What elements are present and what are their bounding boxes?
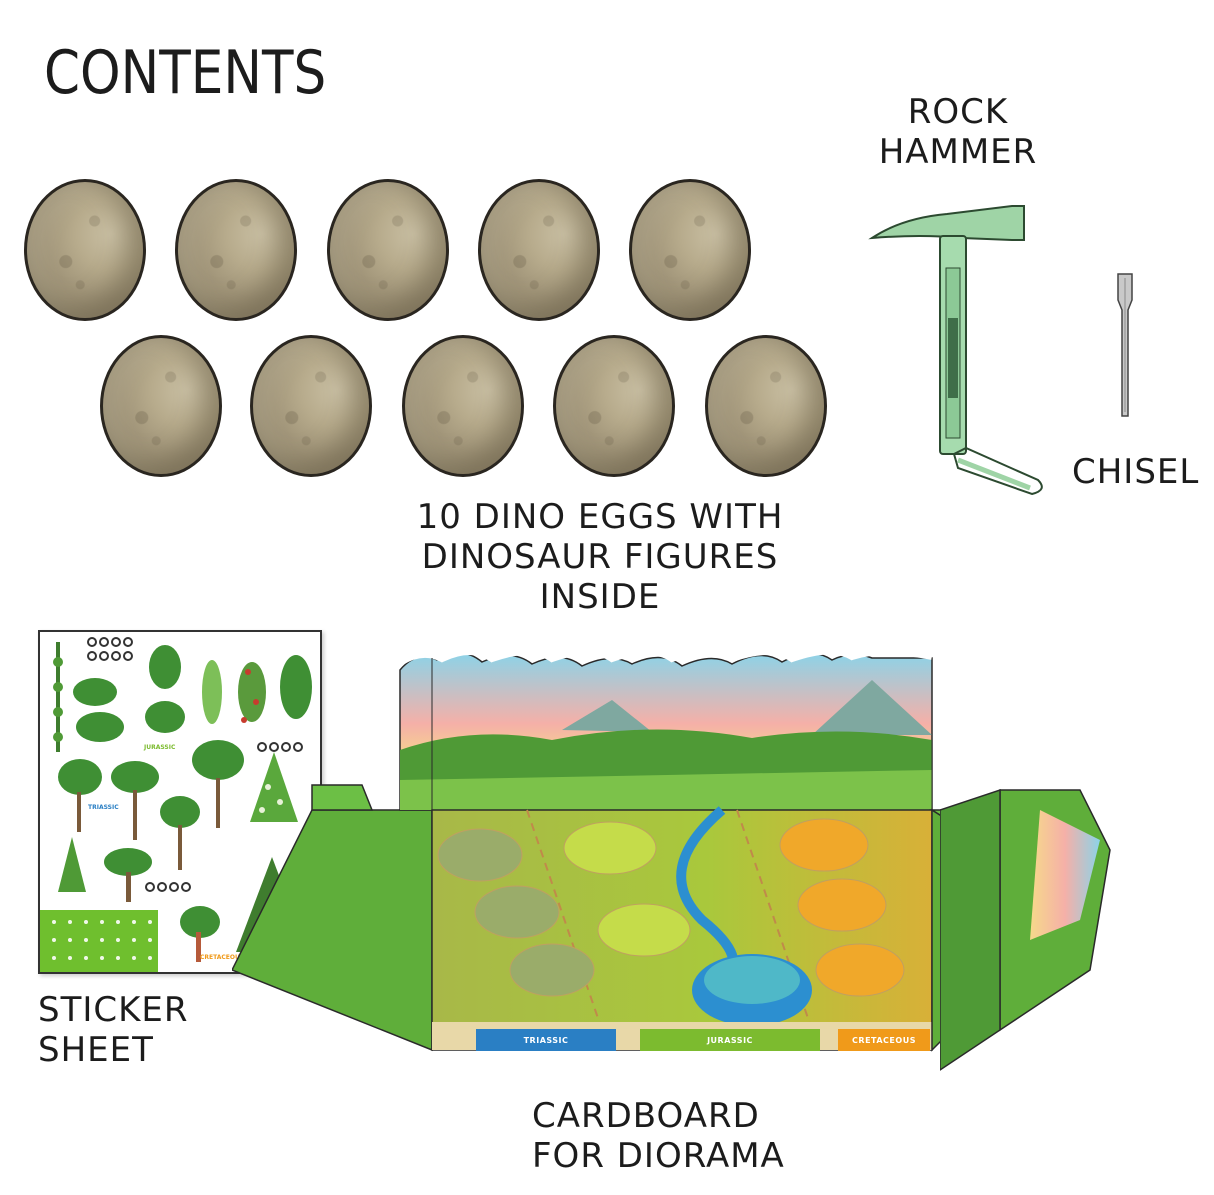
dino-egg [553,335,675,477]
diorama-era-triassic: TRIASSIC [476,1029,616,1051]
dino-egg [478,179,600,321]
dino-egg [327,179,449,321]
sticker-sheet-art [40,637,312,972]
dino-egg [250,335,372,477]
chisel-label: CHISEL [1072,452,1200,492]
diorama-era-jurassic: JURASSIC [640,1029,820,1051]
dino-egg [629,179,751,321]
dino-egg [705,335,827,477]
hammer-label-line1: ROCK [907,92,1009,132]
dino-egg [402,335,524,477]
diorama-label-line2: FOR DIORAMA [532,1136,785,1177]
diorama-era-cretaceous: CRETACEOUS [838,1029,930,1051]
page-title: CONTENTS [44,38,327,108]
eggs-label-line1: 10 DINO EGGS WITH [416,497,784,537]
dino-egg [24,179,146,321]
diorama-label-line1: CARDBOARD [532,1096,760,1136]
sticker-sheet-label: STICKER SHEET [38,990,189,1070]
diorama-cardboard [232,646,1012,1052]
sticker-era-cretaceous: CRETACEOUS [200,954,245,961]
rock-hammer-icon [868,205,1043,496]
sticker-sheet-label-line1: STICKER [38,990,189,1030]
dino-egg [175,179,297,321]
hammer-label-line2: HAMMER [878,132,1038,173]
hammer-label: ROCK HAMMER [858,92,1058,172]
sticker-era-triassic: TRIASSIC [88,804,119,811]
diorama-right-panel [940,788,1111,1071]
sticker-sheet-label-line2: SHEET [38,1030,154,1071]
chisel-icon [1117,273,1133,417]
diorama-label: CARDBOARD FOR DIORAMA [532,1096,785,1176]
eggs-label-line2: DINOSAUR FIGURES INSIDE [421,537,779,618]
eggs-label: 10 DINO EGGS WITH DINOSAUR FIGURES INSID… [360,497,840,617]
sticker-era-jurassic: JURASSIC [144,744,176,751]
dino-egg [100,335,222,477]
